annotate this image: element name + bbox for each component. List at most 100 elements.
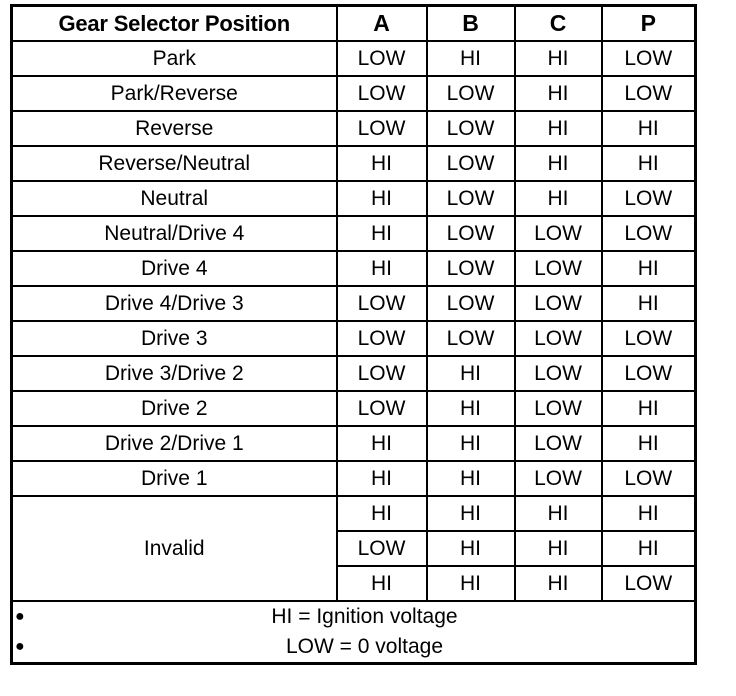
table-header: Gear Selector Position A B C P bbox=[10, 4, 697, 42]
cell-p: HI bbox=[600, 250, 697, 287]
table-body: Park LOW HI HI LOW Park/Reverse LOW LOW … bbox=[10, 40, 697, 665]
row-label: Reverse bbox=[10, 110, 338, 147]
gear-selector-position-table: Gear Selector Position A B C P Park LOW … bbox=[10, 4, 697, 665]
bullet-dot-icon: ● bbox=[15, 638, 25, 655]
table-row: Drive 4 HI LOW LOW HI bbox=[10, 250, 697, 287]
table-row: Neutral HI LOW HI LOW bbox=[10, 180, 697, 217]
table-row-invalid: Invalid HI HI HI HI bbox=[10, 495, 697, 602]
list-item: ● HI = Ignition voltage bbox=[15, 602, 694, 632]
cell-p: LOW bbox=[600, 565, 697, 602]
cell-c: LOW bbox=[513, 460, 603, 497]
table-row: Neutral/Drive 4 HI LOW LOW LOW bbox=[10, 215, 697, 252]
header-row: Gear Selector Position A B C P bbox=[10, 4, 697, 42]
row-label: Drive 4/Drive 3 bbox=[10, 285, 338, 322]
row-label: Drive 4 bbox=[10, 250, 338, 287]
cell-c: HI bbox=[513, 75, 603, 112]
row-label: Drive 3/Drive 2 bbox=[10, 355, 338, 392]
table-row: Drive 3/Drive 2 LOW HI LOW LOW bbox=[10, 355, 697, 392]
cell-c: LOW bbox=[513, 250, 603, 287]
cell-a: HI bbox=[335, 180, 428, 217]
cell-c: HI bbox=[513, 110, 603, 147]
table-row: Drive 2/Drive 1 HI HI LOW HI bbox=[10, 425, 697, 462]
row-label: Park bbox=[10, 40, 338, 77]
cell-c: HI bbox=[513, 530, 603, 567]
cell-p: LOW bbox=[600, 40, 697, 77]
cell-a: HI bbox=[335, 145, 428, 182]
cell-c: HI bbox=[513, 180, 603, 217]
header-column-p: P bbox=[600, 4, 697, 42]
table-row: Drive 1 HI HI LOW LOW bbox=[10, 460, 697, 497]
table-row: Drive 4/Drive 3 LOW LOW LOW HI bbox=[10, 285, 697, 322]
table-row: Reverse LOW LOW HI HI bbox=[10, 110, 697, 147]
cell-p: HI bbox=[600, 285, 697, 322]
header-column-a: A bbox=[335, 4, 428, 42]
cell-b: LOW bbox=[425, 145, 516, 182]
cell-p: LOW bbox=[600, 460, 697, 497]
row-label: Drive 3 bbox=[10, 320, 338, 357]
row-label-invalid: Invalid bbox=[10, 495, 338, 602]
cell-b: HI bbox=[425, 390, 516, 427]
header-column-b: B bbox=[425, 4, 516, 42]
row-label: Reverse/Neutral bbox=[10, 145, 338, 182]
table-row: Drive 2 LOW HI LOW HI bbox=[10, 390, 697, 427]
cell-b: LOW bbox=[425, 75, 516, 112]
cell-b: LOW bbox=[425, 180, 516, 217]
table-row: Drive 3 LOW LOW LOW LOW bbox=[10, 320, 697, 357]
row-label: Drive 2 bbox=[10, 390, 338, 427]
list-item: ● LOW = 0 voltage bbox=[15, 632, 694, 662]
cell-p: LOW bbox=[600, 75, 697, 112]
cell-b: LOW bbox=[425, 320, 516, 357]
legend-text: HI = Ignition voltage bbox=[271, 605, 458, 628]
cell-c: HI bbox=[513, 565, 603, 602]
cell-a: LOW bbox=[335, 320, 428, 357]
table-footer-row: ● HI = Ignition voltage ● LOW = 0 voltage bbox=[10, 600, 697, 665]
cell-c: HI bbox=[513, 40, 603, 77]
cell-a: HI bbox=[335, 565, 428, 602]
row-label: Neutral/Drive 4 bbox=[10, 215, 338, 252]
cell-p: LOW bbox=[600, 320, 697, 357]
cell-c: LOW bbox=[513, 355, 603, 392]
cell-c: LOW bbox=[513, 215, 603, 252]
cell-b: LOW bbox=[425, 110, 516, 147]
cell-p: HI bbox=[600, 390, 697, 427]
legend-notes-cell: ● HI = Ignition voltage ● LOW = 0 voltage bbox=[10, 600, 697, 665]
cell-c: LOW bbox=[513, 285, 603, 322]
cell-a: LOW bbox=[335, 110, 428, 147]
legend-text: LOW = 0 voltage bbox=[286, 635, 443, 658]
cell-b: HI bbox=[425, 425, 516, 462]
cell-a: HI bbox=[335, 495, 428, 532]
gear-selector-table-container: Gear Selector Position A B C P Park LOW … bbox=[10, 4, 697, 665]
cell-a: LOW bbox=[335, 530, 428, 567]
cell-b: HI bbox=[425, 40, 516, 77]
table-row: Reverse/Neutral HI LOW HI HI bbox=[10, 145, 697, 182]
cell-p: LOW bbox=[600, 355, 697, 392]
table-row: Park/Reverse LOW LOW HI LOW bbox=[10, 75, 697, 112]
cell-b: HI bbox=[425, 460, 516, 497]
table-row-invalid: HI HI HI LOW bbox=[12, 565, 697, 602]
cell-a: HI bbox=[335, 460, 428, 497]
cell-b: LOW bbox=[425, 215, 516, 252]
cell-p: HI bbox=[600, 495, 697, 532]
cell-c: LOW bbox=[513, 390, 603, 427]
cell-p: HI bbox=[600, 530, 697, 567]
cell-a: LOW bbox=[335, 75, 428, 112]
cell-b: LOW bbox=[425, 285, 516, 322]
row-label: Drive 2/Drive 1 bbox=[10, 425, 338, 462]
cell-a: HI bbox=[335, 250, 428, 287]
cell-b: HI bbox=[425, 530, 516, 567]
cell-c: LOW bbox=[513, 320, 603, 357]
cell-p: HI bbox=[600, 110, 697, 147]
cell-c: HI bbox=[513, 495, 603, 532]
cell-b: HI bbox=[425, 565, 516, 602]
cell-b: HI bbox=[425, 495, 516, 532]
bullet-dot-icon: ● bbox=[15, 608, 25, 625]
cell-a: LOW bbox=[335, 355, 428, 392]
cell-a: LOW bbox=[335, 390, 428, 427]
cell-a: HI bbox=[335, 215, 428, 252]
cell-c: LOW bbox=[513, 425, 603, 462]
cell-p: HI bbox=[600, 425, 697, 462]
header-gear-selector-position: Gear Selector Position bbox=[10, 4, 338, 42]
legend-list: ● HI = Ignition voltage ● LOW = 0 voltage bbox=[13, 602, 694, 662]
cell-c: HI bbox=[513, 145, 603, 182]
cell-a: HI bbox=[335, 425, 428, 462]
